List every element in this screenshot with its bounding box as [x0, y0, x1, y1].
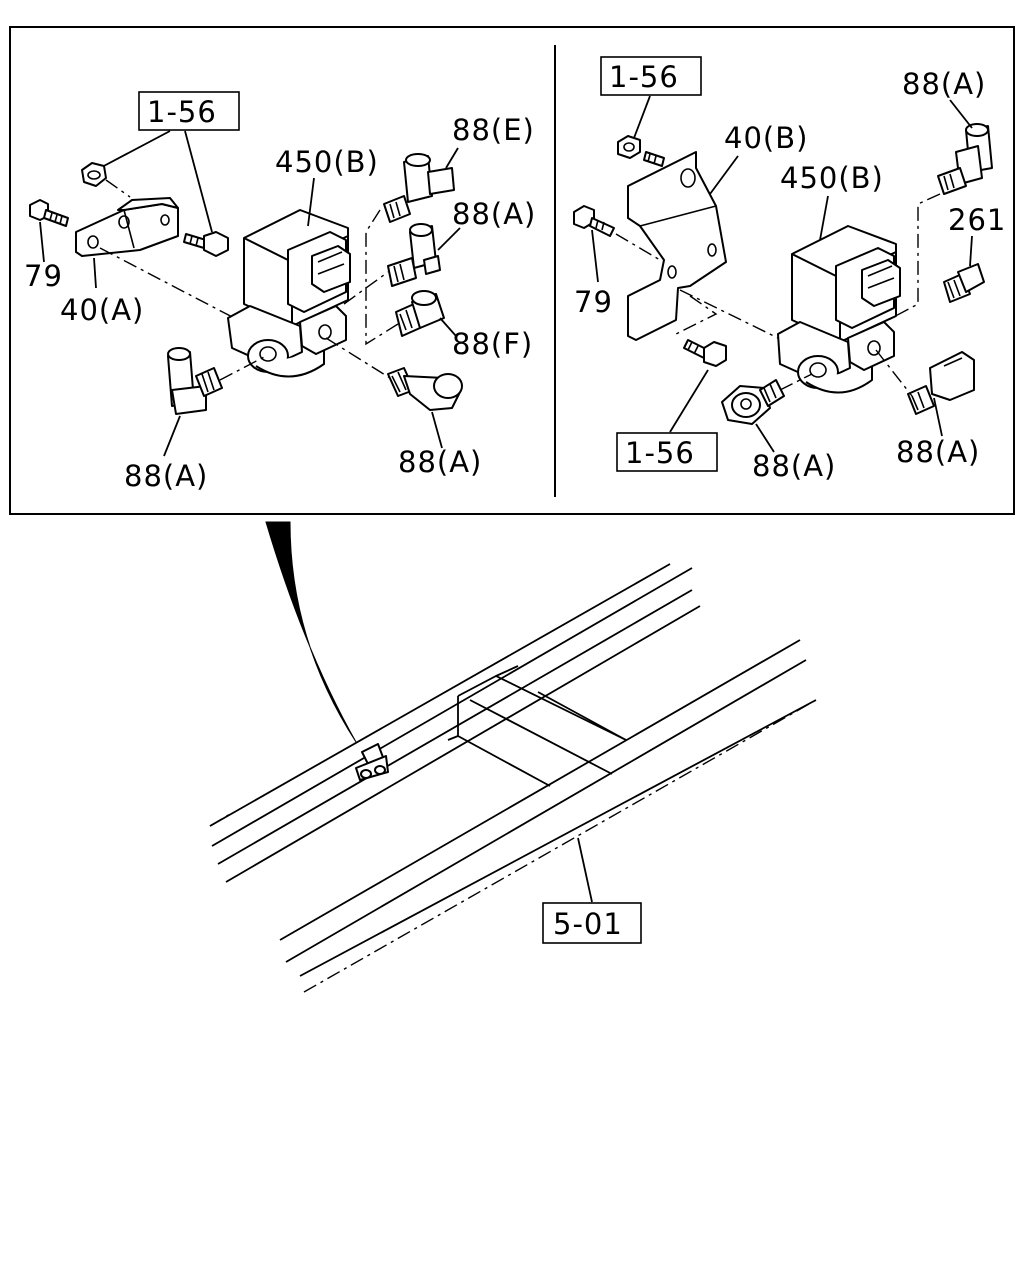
- fitting-88a-bottom-right: [907, 351, 975, 415]
- ref-1-56-right-top[interactable]: 1-56: [600, 56, 702, 96]
- bolt-1-56-right: [683, 339, 727, 367]
- right-panel: 1-56 40(B) 79: [573, 56, 1006, 483]
- fitting-88a-top-right: [937, 123, 993, 195]
- fitting-88a-upper-left: [387, 223, 441, 287]
- label-40a: 40(A): [60, 293, 144, 327]
- valve-450b-left: [227, 209, 351, 378]
- bracket-40b: [627, 151, 727, 341]
- valve-on-frame: [355, 743, 389, 781]
- svg-text:1-56: 1-56: [147, 95, 217, 129]
- label-88a-upper-left: 88(A): [452, 197, 536, 231]
- svg-text:1-56: 1-56: [609, 60, 679, 94]
- label-88e: 88(E): [452, 113, 535, 147]
- fitting-88a-lower-left: [167, 347, 223, 415]
- vehicle-frame: [209, 563, 817, 993]
- label-79-left: 79: [24, 259, 63, 293]
- label-88a-bottom-center-right: 88(A): [752, 449, 836, 483]
- plug-261: [943, 263, 985, 303]
- fitting-88e: [383, 153, 455, 223]
- label-450b-left: 450(B): [275, 145, 379, 179]
- bolt-79-right: [573, 205, 615, 237]
- fitting-88a-bottom-center-right: [721, 379, 785, 425]
- label-40b: 40(B): [724, 121, 808, 155]
- left-panel: 1-56 79 40(A): [24, 91, 536, 493]
- bolt-79-left: [29, 199, 69, 227]
- fitting-88f: [395, 290, 445, 337]
- label-88f: 88(F): [452, 327, 533, 361]
- callout-pointer: [265, 521, 357, 743]
- stud-right: [643, 151, 665, 167]
- ref-1-56-left[interactable]: 1-56: [138, 91, 240, 131]
- nut-part: [81, 162, 107, 187]
- label-450b-right: 450(B): [780, 161, 884, 195]
- ref-5-01[interactable]: 5-01: [542, 902, 642, 944]
- svg-text:1-56: 1-56: [625, 436, 695, 470]
- valve-450b-right: [777, 225, 901, 394]
- label-261: 261: [948, 203, 1006, 237]
- nut-right: [617, 135, 641, 159]
- label-88a-bottom-right: 88(A): [896, 435, 980, 469]
- bracket-40a: [75, 197, 179, 257]
- label-88a-lower-right-left: 88(A): [398, 445, 482, 479]
- fitting-88a-lower-right-left: [387, 367, 463, 411]
- label-88a-lower-left: 88(A): [124, 459, 208, 493]
- bolt-1-56-left: [183, 231, 229, 257]
- ref-1-56-right-bottom[interactable]: 1-56: [616, 432, 718, 472]
- label-79-right: 79: [574, 285, 613, 319]
- svg-text:5-01: 5-01: [553, 907, 623, 941]
- label-88a-top-right: 88(A): [902, 67, 986, 101]
